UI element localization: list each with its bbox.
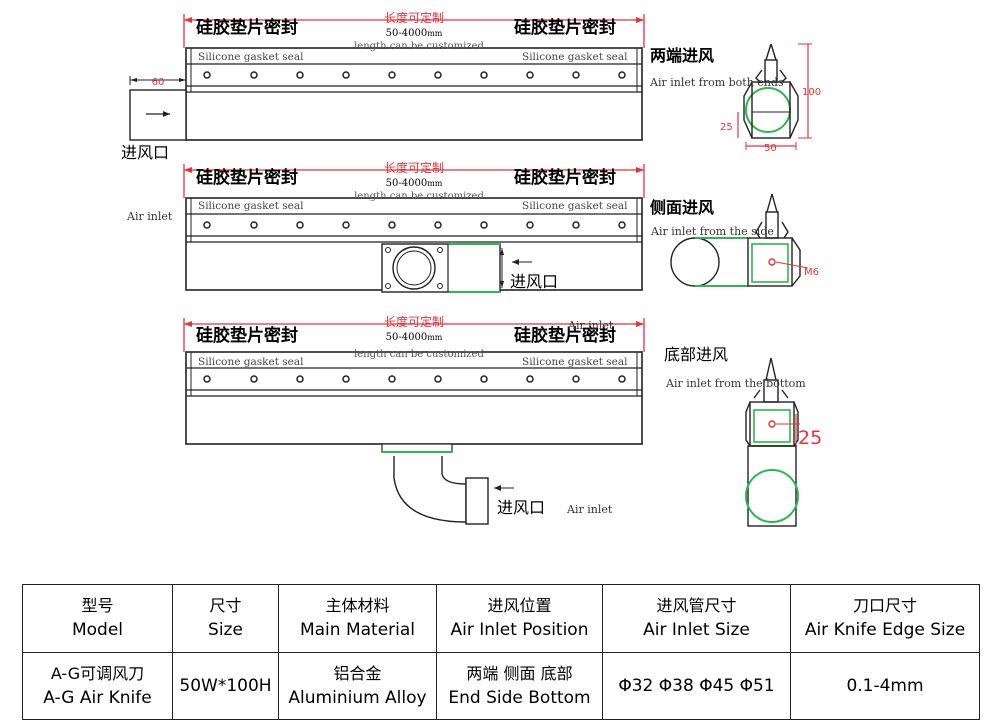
- data-cell: 铝合金 Aluminium Alloy: [278, 651, 437, 720]
- header-en: Main Material: [299, 620, 416, 641]
- length-range-2: 50-4000: [386, 178, 428, 189]
- seal-label-en-left-3: Silicone gasket seal: [198, 356, 304, 368]
- profile-side: [670, 193, 809, 287]
- dim-100: 100: [802, 87, 821, 98]
- length-label-cn-2: 长度可定制: [384, 160, 444, 175]
- inlet-label-cn-2: 进风口: [510, 272, 558, 291]
- header-cn: 尺寸: [209, 596, 242, 616]
- length-label-cn-3: 长度可定制: [384, 314, 444, 329]
- length-range-3: 50-4000: [386, 332, 428, 343]
- dim-50: 50: [764, 143, 777, 154]
- data-cell: Φ32 Φ38 Φ45 Φ51: [602, 651, 791, 720]
- header-en: Model: [71, 620, 124, 641]
- profile-both-ends: [737, 43, 812, 150]
- dim-m6: M6: [804, 267, 819, 278]
- view-title-cn-both-ends: 两端进风: [650, 46, 714, 65]
- seal-label-cn-left-3: 硅胶垫片密封: [196, 325, 298, 346]
- header-cn: 进风位置: [487, 596, 552, 616]
- inlet-label-cn-3: 进风口: [497, 498, 545, 517]
- seal-label-cn-left-2: 硅胶垫片密封: [196, 167, 298, 188]
- data-cell: 0.1-4mm: [790, 651, 980, 720]
- view-title-en-side: Air inlet from the side: [650, 225, 774, 238]
- length-unit-3: mm: [427, 333, 443, 342]
- header-cn: 型号: [81, 596, 114, 616]
- header-cn: 主体材料: [325, 596, 390, 616]
- header-cn: 刀口尺寸: [852, 596, 917, 616]
- air-inlet-label-3b: Air inlet: [566, 503, 613, 516]
- length-label-en-1: length can be customized: [354, 41, 484, 52]
- length-label-cn-1: 长度可定制: [384, 10, 444, 25]
- length-label-en-2: length can be customized: [354, 191, 484, 202]
- cell-en: Aluminium Alloy: [288, 687, 427, 708]
- air-inlet-label-2: Air inlet: [126, 210, 173, 223]
- data-cell: A-G可调风刀 A-G Air Knife: [22, 651, 173, 720]
- spec-header-row: 型号 Model 尺寸 Size 主体材料 Main Material 进风位置 Air…: [22, 584, 980, 653]
- air-knife-drawing: 长度可定制 50-4000mm length can be customized…: [121, 10, 822, 527]
- view-bottom: 长度可定制 50-4000mm length can be customized…: [184, 314, 822, 527]
- header-en: Size: [208, 620, 243, 641]
- view-title-cn-bottom: 底部进风: [664, 345, 728, 364]
- cell-cn: 两端 侧面 底部: [466, 663, 573, 683]
- air-inlet-label-3a: Air inlet: [567, 319, 614, 332]
- length-unit-1: mm: [427, 29, 443, 38]
- cell-en: End Side Bottom: [448, 687, 591, 708]
- dim-60: 60: [152, 77, 165, 88]
- length-range-1: 50-4000: [386, 28, 428, 39]
- view-title-en-bottom: Air inlet from the bottom: [665, 377, 806, 390]
- spec-data-row: A-G可调风刀 A-G Air Knife 50W*100H 铝合金 Alumini…: [22, 651, 980, 720]
- seal-label-cn-right-2: 硅胶垫片密封: [514, 167, 616, 188]
- length-unit-2: mm: [427, 179, 443, 188]
- dim-25: 25: [720, 122, 733, 133]
- cell-en: A-G Air Knife: [43, 687, 152, 708]
- cell-cn: 铝合金: [333, 663, 382, 683]
- seal-label-en-left-1: Silicone gasket seal: [198, 51, 304, 63]
- view-side: 长度可定制 50-4000mm length can be customized…: [126, 160, 819, 293]
- seal-label-cn-left-1: 硅胶垫片密封: [196, 17, 298, 38]
- svg-text:50-4000mm: 50-4000mm: [386, 28, 443, 39]
- header-en: Air Inlet Size: [643, 620, 750, 641]
- header-cn: 进风管尺寸: [656, 596, 737, 616]
- seal-label-cn-right-3: 硅胶垫片密封: [514, 325, 616, 346]
- cell-en: Φ32 Φ38 Φ45 Φ51: [618, 675, 775, 696]
- header-cell: 主体材料 Main Material: [278, 584, 437, 653]
- seal-label-en-right-2: Silicone gasket seal: [522, 200, 628, 212]
- data-cell: 两端 侧面 底部 End Side Bottom: [436, 651, 603, 720]
- dim-25-bottom: 25: [798, 427, 822, 449]
- spec-table: 型号 Model 尺寸 Size 主体材料 Main Material 进风位置 Air…: [22, 584, 980, 720]
- header-en: Air Inlet Position: [450, 620, 589, 641]
- seal-label-en-right-1: Silicone gasket seal: [522, 51, 628, 63]
- cell-cn: A-G可调风刀: [50, 663, 145, 683]
- inlet-label-cn-1: 进风口: [121, 143, 169, 162]
- svg-text:50-4000mm: 50-4000mm: [386, 178, 443, 189]
- header-cell: 进风管尺寸 Air Inlet Size: [602, 584, 791, 653]
- cell-en: 0.1-4mm: [846, 675, 924, 696]
- view-title-cn-side: 侧面进风: [650, 198, 714, 217]
- length-label-en-3: length can be customized: [354, 349, 484, 360]
- seal-label-en-left-2: Silicone gasket seal: [198, 200, 304, 212]
- header-cell: 型号 Model: [22, 584, 173, 653]
- view-title-en-both-ends: Air inlet from both ends: [649, 76, 784, 89]
- seal-label-cn-right-1: 硅胶垫片密封: [514, 17, 616, 38]
- svg-text:50-4000mm: 50-4000mm: [386, 332, 443, 343]
- header-cell: 刀口尺寸 Air Knife Edge Size: [790, 584, 980, 653]
- header-en: Air Knife Edge Size: [804, 620, 966, 641]
- header-cell: 尺寸 Size: [172, 584, 279, 653]
- data-cell: 50W*100H: [172, 651, 279, 720]
- cell-en: 50W*100H: [179, 675, 272, 696]
- profile-bottom: [745, 357, 800, 527]
- seal-label-en-right-3: Silicone gasket seal: [522, 356, 628, 368]
- header-cell: 进风位置 Air Inlet Position: [436, 584, 603, 653]
- view-both-ends: 长度可定制 50-4000mm length can be customized…: [121, 10, 821, 162]
